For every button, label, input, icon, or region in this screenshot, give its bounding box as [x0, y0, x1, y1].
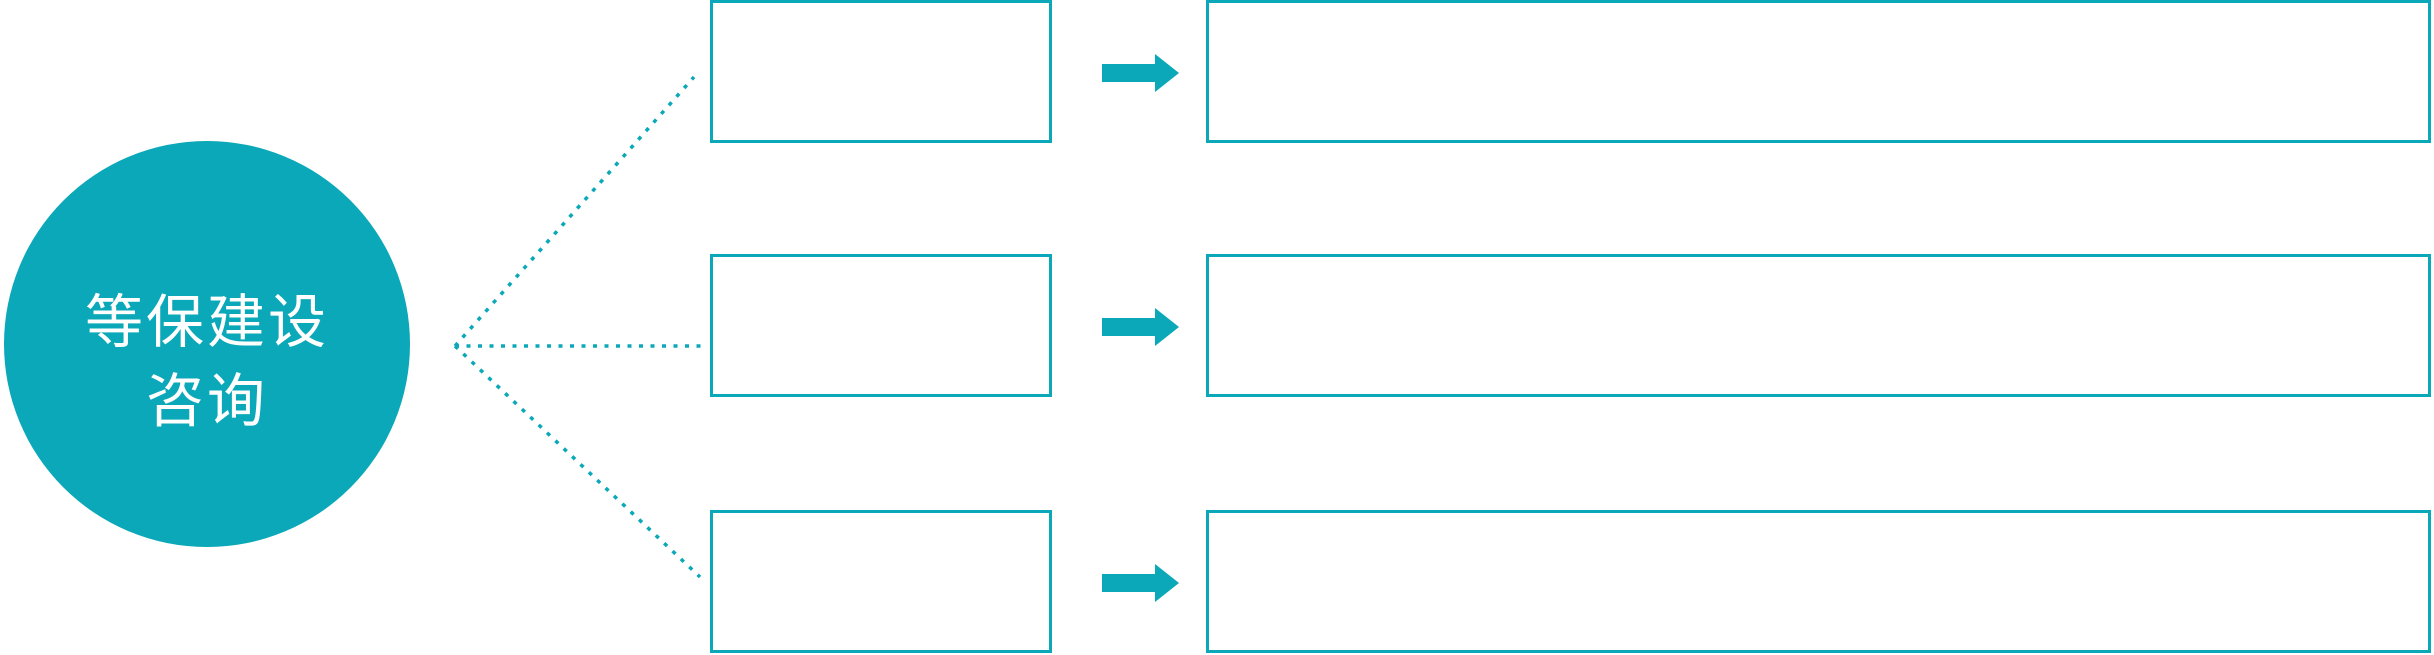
topic-circle: 等保建设 咨询: [4, 141, 410, 547]
topic-circle-label-line1: 等保建设: [84, 288, 329, 356]
step-box-3: [710, 510, 1052, 653]
right-arrow-icon-3: [1102, 564, 1179, 602]
description-box-2: [1206, 254, 2431, 397]
description-box-3: [1206, 510, 2431, 653]
step-box-2: [710, 254, 1052, 397]
connector-line-bottom: [453, 344, 702, 579]
topic-circle-label-line2: 咨询: [145, 367, 268, 435]
topic-circle-label: 等保建设 咨询: [85, 283, 329, 441]
right-arrow-icon-2: [1102, 308, 1179, 346]
step-box-1: [710, 0, 1052, 143]
description-box-1: [1206, 0, 2431, 143]
connector-line-top: [453, 75, 696, 348]
right-arrow-icon-1: [1102, 54, 1179, 92]
